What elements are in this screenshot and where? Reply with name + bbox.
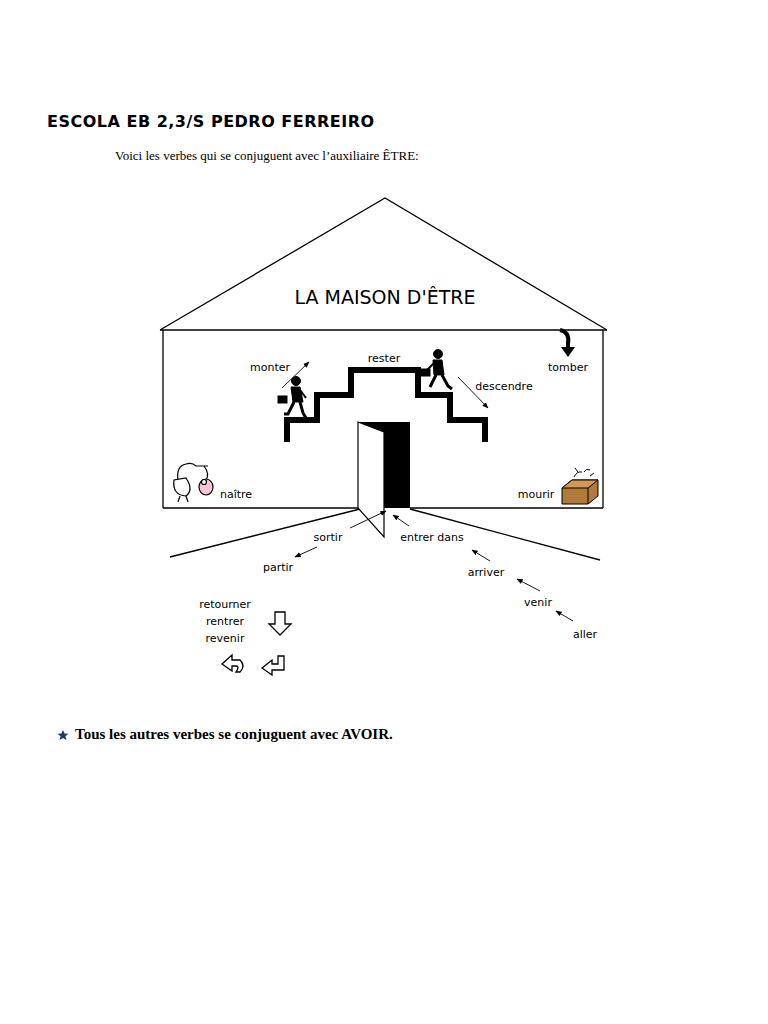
verb-label: entrer dans: [399, 531, 465, 544]
verb-label: aller: [572, 628, 598, 641]
house-title: LA MAISON D'ÊTRE: [295, 286, 476, 308]
verb-label: venir: [523, 596, 553, 609]
school-title: ESCOLA EB 2,3/S PEDRO FERREIRO: [47, 112, 375, 131]
verb-label: rester: [367, 352, 401, 365]
intro-text: Voici les verbes qui se conjuguent avec …: [115, 148, 419, 164]
man-climbing: [278, 377, 306, 419]
verb-label: retourner: [198, 598, 252, 611]
bullet-star: [58, 730, 69, 740]
verb-label: rentrer: [205, 615, 245, 628]
verb-label: mourir: [517, 488, 556, 501]
rule-note: Tous les autres verbes se conjuguent ave…: [75, 726, 393, 743]
house-outline: [160, 198, 607, 560]
verb-label: sortir: [313, 531, 344, 544]
verb-label: tomber: [547, 361, 589, 374]
verb-label: arriver: [467, 566, 505, 579]
verb-label: monter: [249, 361, 291, 374]
verb-label: naître: [219, 488, 253, 501]
door: [358, 422, 410, 537]
fall-arrow: [560, 330, 575, 357]
direction-arrows: [282, 362, 573, 621]
man-descending: [421, 350, 452, 390]
verb-label: revenir: [205, 632, 246, 645]
stork-with-baby: [174, 463, 213, 502]
verb-label: descendre: [474, 380, 533, 393]
coffin: [562, 468, 598, 504]
verb-label: partir: [262, 561, 294, 574]
